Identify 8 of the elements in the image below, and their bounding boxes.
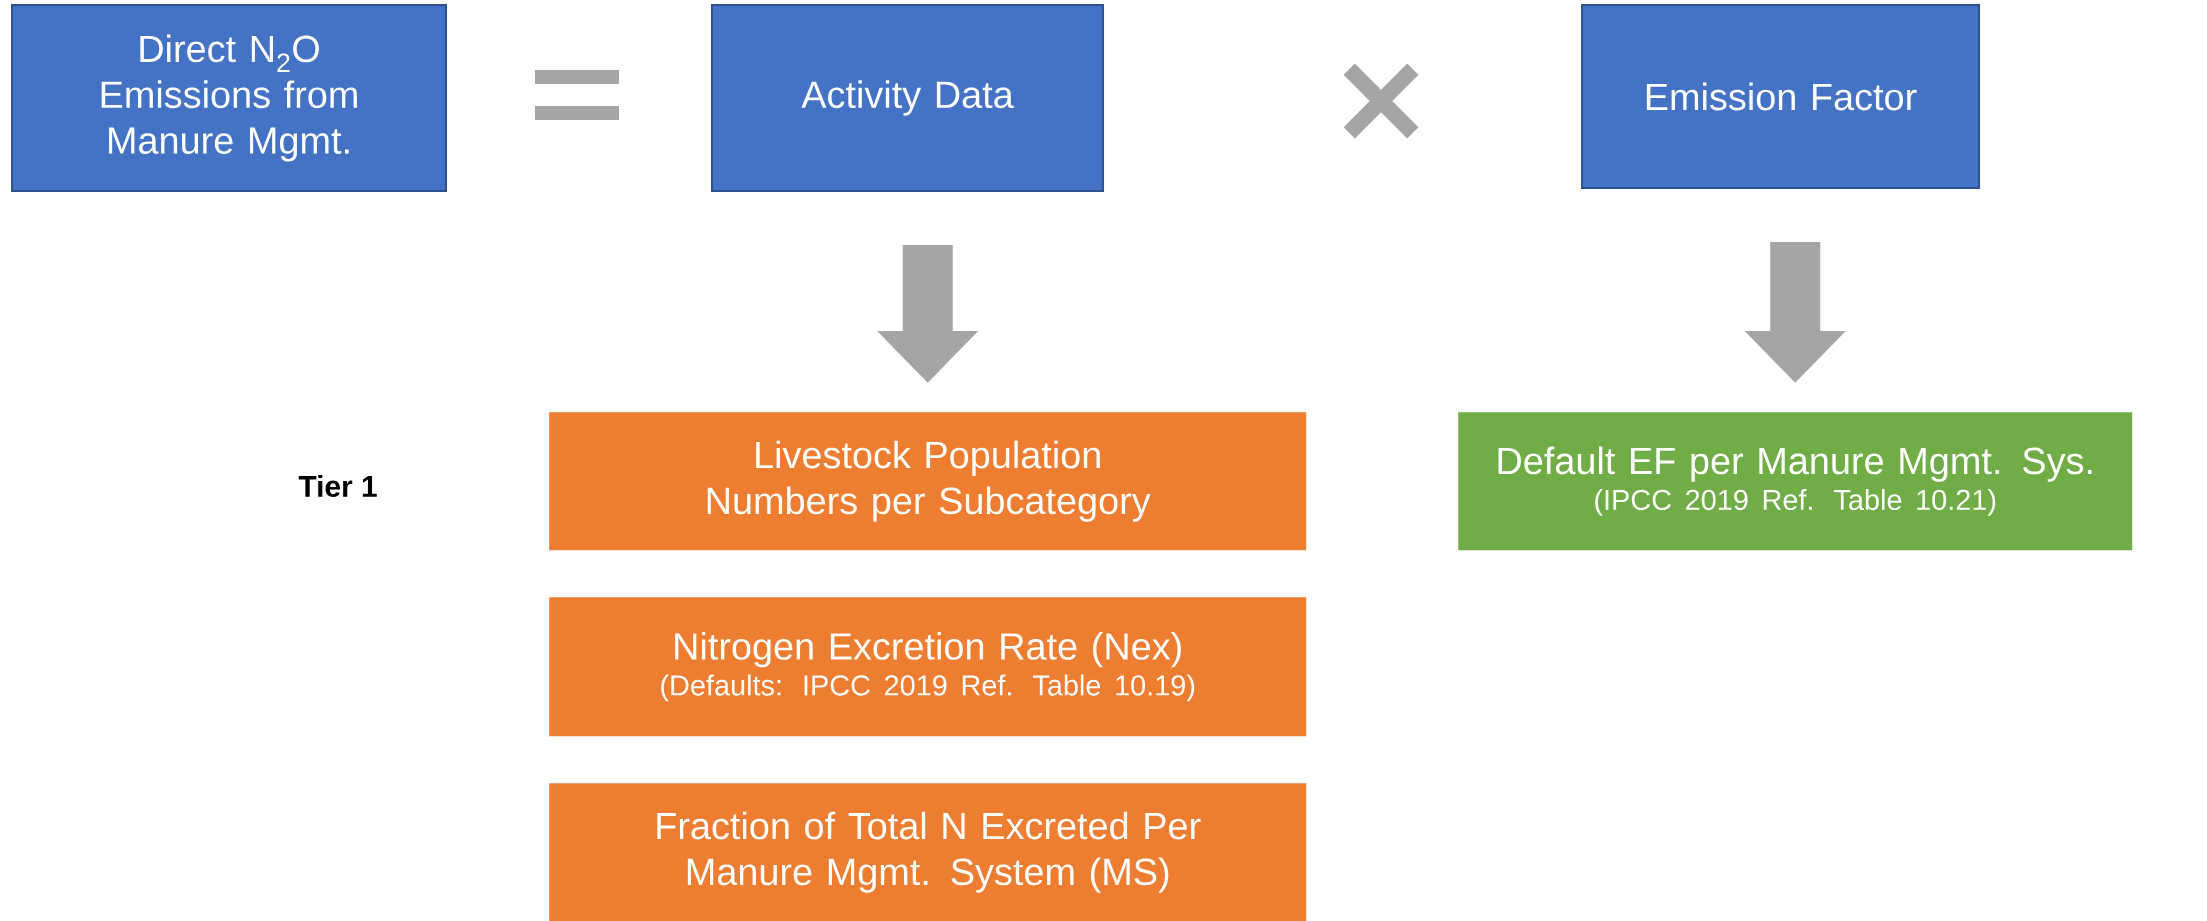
input-box: Livestock Population Numbers per Subcategory [549,412,1307,551]
tier-label: Tier 1 [298,475,377,497]
input-box: Fraction of Total N Excreted Per Manure Mgmt. System (MS) [549,783,1307,921]
formula-box: Activity Data [711,4,1104,192]
factor-box: Default EF per Manure Mgmt. Sys. (IPCC 2019 Ref. Table 10.21) [1458,412,2133,551]
input-box: Nitrogen Excretion Rate (Nex) (Defaults: IPCC 2019 Ref. Table 10.19) [549,597,1307,737]
formula-box: Direct N$_{2}$O Emissions from Manure Mgmt. [11,4,447,192]
formula-box: Emission Factor [1581,4,1981,189]
